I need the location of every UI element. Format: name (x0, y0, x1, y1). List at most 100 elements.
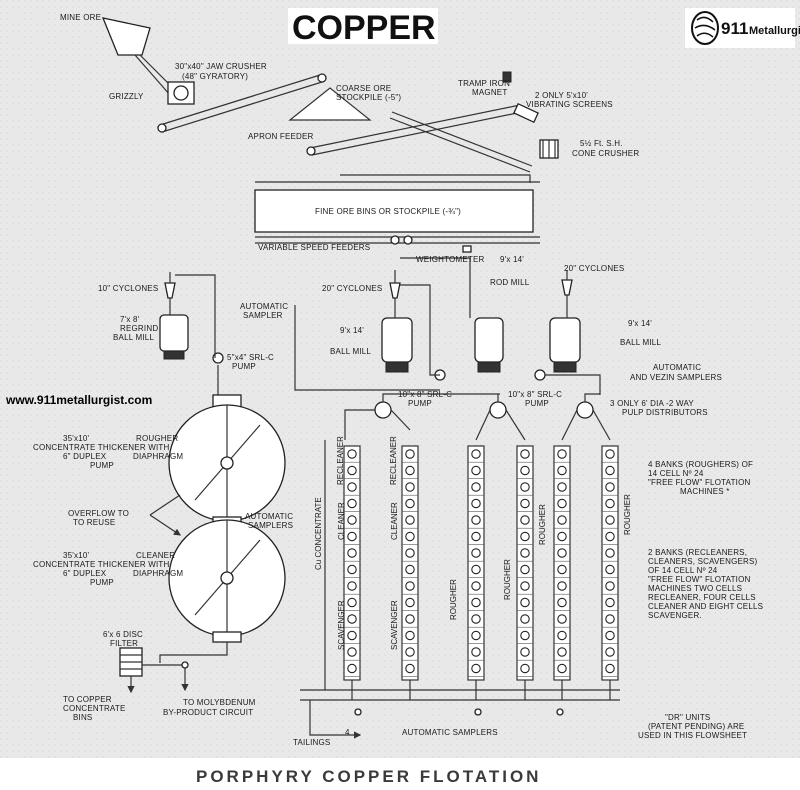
flotation-cell (347, 564, 357, 575)
label-cu-concentrate: Cu CONCENTRATE (314, 497, 323, 570)
pump-10x8-b (534, 369, 546, 381)
flotation-cell (605, 647, 615, 657)
label-disc-filter: FILTER (110, 639, 138, 648)
label-cleaner-thk-duplex: 6" DUPLEX (63, 569, 107, 578)
label-jaw-crusher: 30"x40" JAW CRUSHER (175, 62, 267, 71)
label-to-moly-circuit: BY-PRODUCT CIRCUIT (163, 708, 253, 717)
flotation-cell (405, 581, 415, 591)
diagram-background (0, 0, 800, 758)
flotation-cell (347, 482, 357, 492)
flotation-cell (347, 515, 357, 525)
watermark-url: www.911metallurgist.com (5, 393, 152, 407)
label-number-4: 4 (345, 728, 350, 737)
label-cone-crusher: CONE CRUSHER (572, 149, 639, 158)
distributor-2 (489, 401, 507, 419)
title-box (288, 8, 438, 44)
flotation-cell (347, 614, 357, 624)
flotation-cell (557, 531, 567, 542)
flotation-cell (605, 449, 615, 459)
brand-number: 911 (721, 19, 748, 38)
label-cleaner-thk-desc: CONCENTRATE THICKENER WITH (33, 560, 169, 569)
label-vezin-automatic: AUTOMATIC (653, 363, 701, 372)
flotation-cell (405, 482, 415, 492)
flotation-cell (557, 482, 567, 492)
label-pump-5x4-pump: PUMP (232, 362, 256, 371)
flotation-cell (605, 581, 615, 591)
label-rougher-1: ROUGHER (449, 579, 458, 620)
flotation-cell (347, 548, 357, 558)
flotation-cell (471, 630, 481, 641)
flotation-cell (471, 564, 481, 575)
label-dr-used: USED IN THIS FLOWSHEET (638, 731, 747, 740)
label-cleaner-thk-size: 35'x10' (63, 551, 90, 560)
flotation-bank-1 (343, 445, 361, 700)
label-regrind-ball-mill: BALL MILL (113, 333, 154, 342)
label-to-moly: TO MOLYBDENUM (183, 698, 256, 707)
flotation-cell (520, 449, 530, 459)
label-dr-units: "DR" UNITS (665, 713, 710, 722)
label-gyratory: (48" GYRATORY) (182, 72, 248, 81)
ball-mill-b-piping (545, 270, 601, 395)
rod-mill (474, 317, 504, 363)
flotation-cell (347, 465, 357, 476)
label-cleaner-left: CLEANER (337, 502, 346, 540)
flotation-cell (471, 581, 481, 591)
flotation-cell (605, 564, 615, 575)
label-rougher-thk-duplex: 6" DUPLEX (63, 452, 107, 461)
flotation-bank-4 (516, 445, 534, 700)
label-cleaner-right: CLEANER (390, 502, 399, 540)
label-cleaner-thk: CLEANER (136, 551, 175, 560)
label-automatic-sampler: AUTOMATIC (240, 302, 288, 311)
label-automatic-samplers-bottom: AUTOMATIC SAMPLERS (402, 728, 498, 737)
label-cyclones-10: 10" CYCLONES (98, 284, 158, 293)
conveyor-3 (389, 111, 533, 173)
label-recleaner-right: RECLEANER (389, 436, 398, 485)
flotation-cell (605, 465, 615, 476)
flotation-cell (605, 630, 615, 641)
flotation-cell (557, 581, 567, 591)
label-rougher-thk-size: 35'x10' (63, 434, 90, 443)
label-banks2-6: RECLEANER, FOUR CELLS (648, 593, 756, 602)
label-rougher-thk: ROUGHER (136, 434, 178, 443)
label-cyclones-20-a: 20" CYCLONES (322, 284, 382, 293)
flotation-cell (405, 548, 415, 558)
label-tailings: TAILINGS (293, 738, 330, 747)
label-screens-count: 2 ONLY 5'x10' (535, 91, 588, 100)
label-pump-10x8-a-pump: PUMP (408, 399, 432, 408)
label-disc-filter-size: 6'x 6 DISC (103, 630, 143, 639)
flotation-cell (557, 515, 567, 525)
label-ball-mill-a: BALL MILL (330, 347, 371, 356)
ball-mill-b (549, 317, 581, 363)
label-overflow-reuse: TO REUSE (73, 518, 115, 527)
regrind-ball-mill (159, 314, 189, 352)
flotation-cell (605, 663, 615, 674)
label-samplers-mid: SAMPLERS (248, 521, 293, 530)
crushing-section (101, 17, 559, 183)
flotation-cell (471, 614, 481, 624)
conveyor-1 (159, 74, 323, 133)
ball-mill-a-piping (394, 270, 440, 376)
flotation-cell (520, 498, 530, 509)
label-scavenger-left: SCAVENGER (337, 600, 346, 650)
label-tramp-iron: TRAMP IRON (458, 79, 510, 88)
label-banks2-3: OF 14 CELL Nº 24 (648, 566, 718, 575)
label-cleaner-thk-diaphragm: DIAPHRAGM (133, 569, 183, 578)
label-dr-patent: (PATENT PENDING) ARE (648, 722, 744, 731)
flotation-cell (605, 614, 615, 624)
label-ball-mill-b-size: 9'x 14' (628, 319, 652, 328)
flotation-cell (405, 663, 415, 674)
label-vezin-samplers: AND VEZIN SAMPLERS (630, 373, 722, 382)
flotation-cell (520, 515, 530, 525)
flotation-cell (405, 498, 415, 509)
flotation-cell (557, 449, 567, 459)
flotation-cell (605, 498, 615, 509)
flotation-cell (605, 531, 615, 542)
flotation-cell (520, 482, 530, 492)
brand-name: Metallurgist (749, 25, 800, 37)
label-coarse-ore: COARSE ORE (336, 84, 391, 93)
label-regrind: REGRIND (120, 324, 158, 333)
vibrating-screens (513, 102, 539, 124)
flotation-cell (520, 614, 530, 624)
flotation-cell (405, 597, 415, 608)
flotation-cell (405, 614, 415, 624)
